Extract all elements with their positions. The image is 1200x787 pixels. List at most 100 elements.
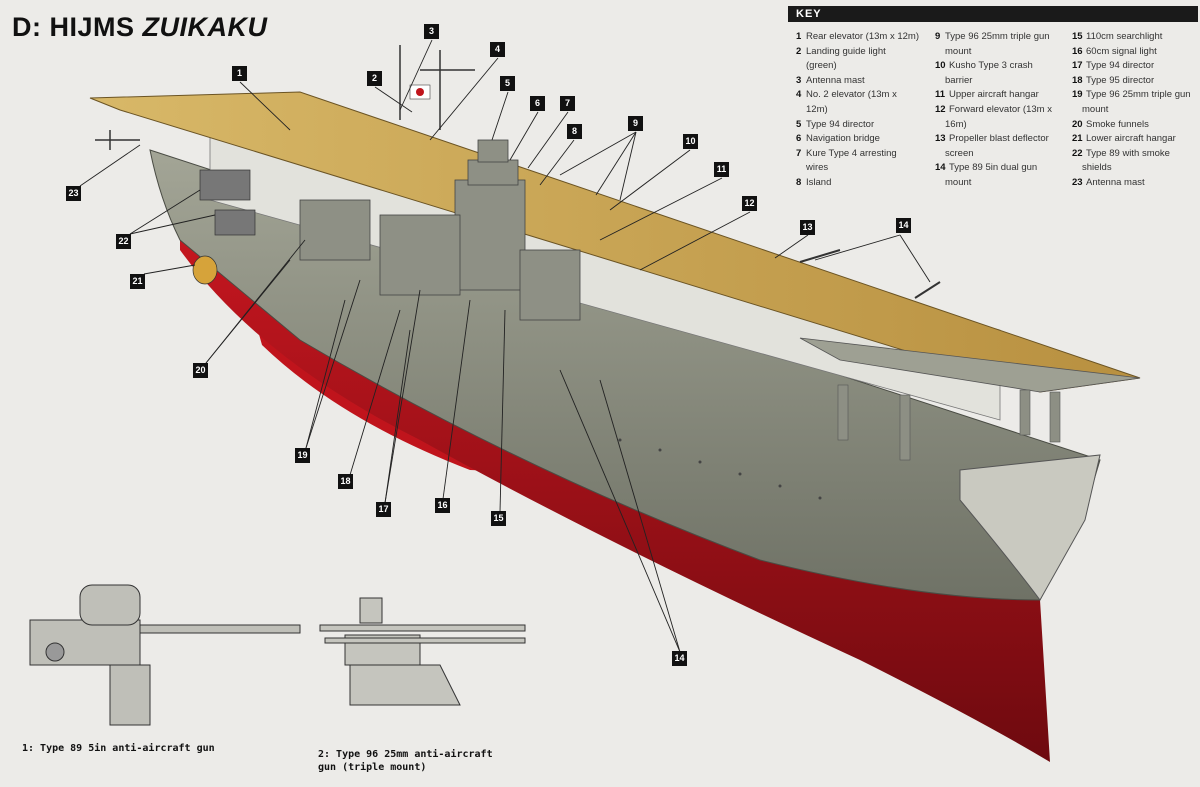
key-item-number: 2 <box>796 45 802 57</box>
callout-12: 12 <box>742 196 757 211</box>
key-item-number: 1 <box>796 31 802 42</box>
callout-16: 16 <box>435 498 450 513</box>
key-item-number: 9 <box>935 31 941 42</box>
key-panel: KEY 1 Rear elevator (13m x 12m) 2 Landing g… <box>788 6 1198 196</box>
gun-2-caption-line-2: gun (triple mount) <box>318 762 427 773</box>
callout-7: 7 <box>560 96 575 111</box>
key-item-text: (green) <box>806 60 837 72</box>
key-item-number: 10 <box>935 60 946 72</box>
key-item-text: Kusho Type 3 crash <box>949 60 1033 72</box>
island-superstructure <box>299 139 581 321</box>
key-item-text: 16m) <box>945 118 967 130</box>
key-item: 12m) <box>796 103 931 118</box>
key-item-number: 14 <box>935 162 946 174</box>
gun-2-caption-line-1: 2: Type 96 25mm anti-aircraft <box>318 749 493 760</box>
key-column-1: 1 Rear elevator (13m x 12m) 2 Landing guide… <box>796 30 931 191</box>
title-ship-name: ZUIKAKU <box>142 12 268 42</box>
key-item-number: 7 <box>796 147 802 159</box>
callout-19: 19 <box>295 448 310 463</box>
key-item-text: wires <box>806 162 829 174</box>
callout-21: 21 <box>130 274 145 289</box>
callout-1: 1 <box>232 66 247 81</box>
gun-1-illustration <box>29 584 301 726</box>
key-item-number: 8 <box>796 176 802 188</box>
key-item-text: Antenna mast <box>1086 176 1145 188</box>
key-heading: KEY <box>788 6 1198 22</box>
key-item-number: 21 <box>1072 133 1083 145</box>
callout-4: 4 <box>490 42 505 57</box>
gun-1-caption: 1: Type 89 5in anti-aircraft gun <box>22 743 215 754</box>
key-item-text: Antenna mast <box>806 74 865 86</box>
callout-20: 20 <box>193 363 208 378</box>
callout-9: 9 <box>628 116 643 131</box>
key-item-text: Rear elevator (13m x 12m) <box>806 31 919 42</box>
key-item-text: Lower aircraft hangar <box>1086 133 1176 145</box>
key-item-number: 23 <box>1072 176 1083 188</box>
deck-pillars <box>837 384 1061 461</box>
callout-10: 10 <box>683 134 698 149</box>
key-item: mount <box>1072 103 1197 118</box>
key-item-text: Type 94 director <box>1086 60 1155 72</box>
callout-5: 5 <box>500 76 515 91</box>
callout-15: 15 <box>491 511 506 526</box>
key-item-text: 12m) <box>806 103 828 115</box>
key-item-text: 110cm searchlight <box>1086 31 1163 42</box>
key-item-text: mount <box>945 176 972 188</box>
key-item: 16m) <box>935 118 1070 133</box>
key-item-text: Landing guide light <box>806 45 886 57</box>
key-item-text: No. 2 elevator (13m x <box>806 89 897 101</box>
key-item-number: 19 <box>1072 89 1083 101</box>
gun-2-illustration <box>319 597 526 706</box>
key-item-text: Type 96 25mm triple gun <box>945 31 1050 42</box>
key-item: mount <box>935 176 1070 191</box>
title-prefix: D: HIJMS <box>12 12 143 42</box>
forward-guns <box>799 249 941 299</box>
key-item-number: 6 <box>796 133 802 145</box>
callout-11: 11 <box>714 162 729 177</box>
gun-2-caption: 2: Type 96 25mm anti-aircraft gun (tripl… <box>318 748 493 774</box>
callout-14: 14 <box>896 218 911 233</box>
callout-2: 2 <box>367 71 382 86</box>
hull-lower-red <box>180 240 1050 762</box>
key-item-number: 15 <box>1072 31 1083 42</box>
key-item-number: 4 <box>796 89 802 101</box>
callout-17: 17 <box>376 502 391 517</box>
callout-8: 8 <box>567 124 582 139</box>
key-item-number: 17 <box>1072 60 1083 72</box>
key-item-number: 5 <box>796 118 802 130</box>
key-item: 1 Rear elevator (13m x 12m) <box>796 30 931 45</box>
callout-13: 13 <box>800 220 815 235</box>
key-item-number: 22 <box>1072 147 1083 159</box>
key-item-text: Smoke funnels <box>1086 118 1149 130</box>
key-item-text: Type 89 with smoke <box>1086 147 1170 159</box>
key-item-number: 11 <box>935 89 946 101</box>
stern-guns <box>192 169 256 285</box>
key-item: 2 Landing guide light <box>796 45 931 60</box>
key-item-number: 16 <box>1072 45 1083 57</box>
key-item: shields <box>1072 161 1197 176</box>
key-item-number: 13 <box>935 133 946 145</box>
key-item-text: Upper aircraft hangar <box>949 89 1039 101</box>
key-item-number: 20 <box>1072 118 1083 130</box>
key-item-text: barrier <box>945 74 973 86</box>
key-item: 4 No. 2 elevator (13m x <box>796 88 931 103</box>
callout-6: 6 <box>530 96 545 111</box>
key-item: mount <box>935 45 1070 60</box>
